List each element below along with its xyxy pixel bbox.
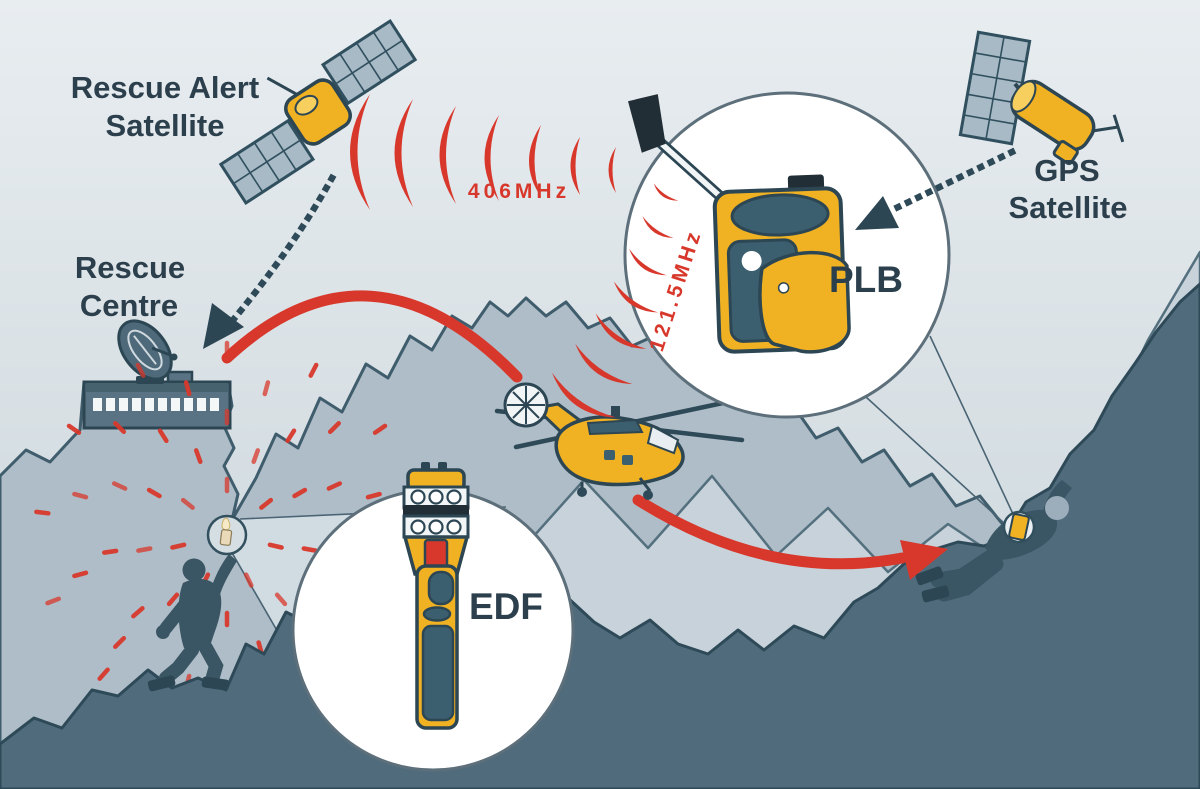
edf-label: EDF (469, 586, 543, 627)
plb-callout-line-upper (929, 335, 1014, 515)
rescue-centre-label-line1: Rescue (75, 250, 185, 285)
flare-dash (113, 421, 127, 435)
rescue-centre-label-line2: Centre (80, 288, 178, 323)
signal-wave-arc (608, 147, 616, 193)
plb-chest-device (1008, 513, 1030, 541)
rescue-flight-arrow (632, 494, 948, 580)
flare-dash (166, 592, 180, 607)
plb-callout-line-lower (865, 396, 1006, 525)
flare-dash (146, 487, 162, 499)
signal-wave-arc (439, 106, 456, 204)
rescue-alert-satellite-label-line2: Satellite (106, 108, 225, 143)
signal-wave-arc (570, 137, 580, 195)
flare-dash (243, 572, 254, 588)
flare-dash (157, 428, 169, 444)
edf-device-icon (402, 462, 470, 730)
flare-icon (219, 517, 233, 546)
homing-signal-waves (552, 183, 679, 418)
cockpit-window (646, 424, 680, 455)
flare-dash (136, 546, 153, 553)
signal-wave-arc (394, 99, 413, 207)
signal-wave-arc (575, 343, 633, 385)
flare-dash (66, 423, 82, 435)
gps-satellite-icon (958, 30, 1125, 166)
signal-wave-arc (653, 183, 679, 201)
flare-dash (365, 491, 382, 500)
flare-dash (292, 487, 308, 499)
signal-wave-arc (350, 94, 370, 210)
gps-satellite-label-line2: Satellite (1009, 190, 1128, 225)
flare-dash (274, 592, 288, 607)
signal-wave-arc (529, 125, 541, 197)
flare-dash (111, 481, 128, 491)
signal-wave-arc (484, 115, 499, 201)
signal-wave-arc (642, 216, 674, 238)
distress-signal-waves (350, 94, 616, 210)
helicopter-icon (494, 382, 745, 500)
flare-dash (326, 481, 343, 491)
plb-label: PLB (829, 259, 903, 300)
satellite-dish-icon (117, 319, 178, 384)
flare-dash (180, 497, 195, 510)
flare-dash (301, 546, 318, 553)
flare-dash (327, 421, 341, 435)
flare-dash (262, 380, 271, 397)
plb-device-icon (628, 94, 851, 354)
flare-dash (102, 548, 119, 555)
flare-dash (372, 423, 388, 435)
gps-satellite-label-line1: GPS (1034, 153, 1099, 188)
dispatch-arc-arrow (221, 290, 523, 383)
flare-dash (285, 428, 297, 444)
flare-dash (34, 509, 51, 516)
edf-callout: EDF (291, 462, 575, 772)
flare-dash (131, 606, 145, 619)
flare-dash (113, 635, 127, 649)
rescue-centre-building (82, 319, 232, 430)
gps-to-plb-link (883, 147, 1017, 217)
flare-dash (170, 542, 187, 550)
flare-dash (193, 448, 203, 464)
flare-dash (72, 570, 89, 579)
centre-link-arrowhead (203, 303, 244, 349)
flare-dash (135, 362, 146, 378)
distress-frequency-label: 406MHz (468, 180, 570, 203)
satellite-to-centre-link (223, 173, 337, 331)
gps-link-arrowhead (855, 196, 899, 230)
antenna-tip (628, 94, 666, 153)
hiker-figure (147, 554, 237, 692)
plb-callout: 121.5MHz PLB (552, 91, 951, 419)
flare-dash (97, 667, 110, 681)
signal-wave-arc (595, 313, 647, 349)
rescue-alert-satellite-label-line1: Rescue Alert (71, 70, 259, 105)
rescue-alert-satellite-icon (218, 18, 418, 206)
flare-dash (251, 448, 261, 464)
signal-wave-arc (629, 248, 667, 276)
building-windows (93, 398, 219, 411)
flare-dash (267, 542, 284, 550)
flare-dash (259, 497, 274, 510)
plb-chest-callout-circle (1002, 510, 1036, 544)
flare-dash (183, 380, 192, 397)
flare-dash (308, 362, 319, 378)
signal-wave-arc (552, 372, 616, 418)
flare-dash (45, 596, 61, 606)
flare-callout-circle (206, 514, 248, 556)
signal-wave-arc (613, 281, 659, 313)
flare-dash (72, 491, 89, 500)
